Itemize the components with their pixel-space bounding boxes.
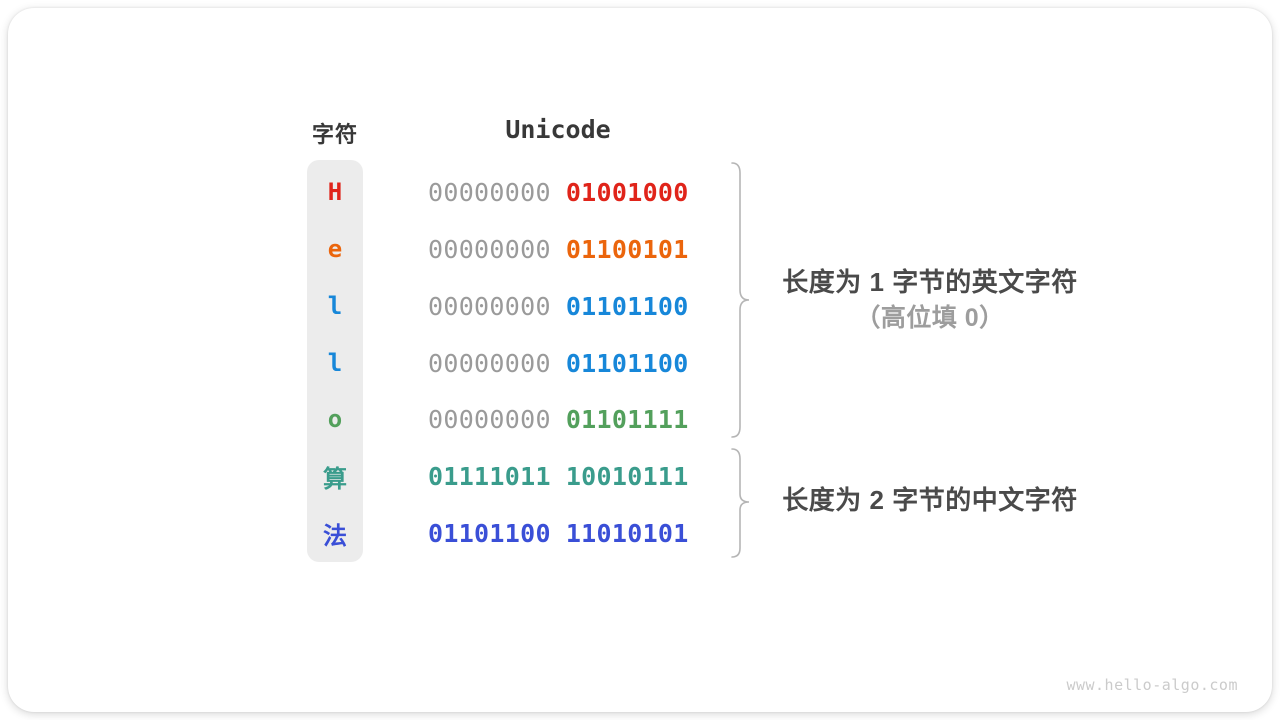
bit-group-low: 01001000: [565, 177, 689, 207]
character-cell: H: [327, 178, 343, 206]
table-row: o 00000000 01101111: [307, 399, 689, 439]
unicode-bits: 00000000 01101111: [428, 405, 689, 434]
table-row: l 00000000 01101100: [307, 286, 689, 326]
unicode-bits: 00000000 01001000: [428, 178, 689, 207]
figure-card: [8, 8, 1272, 712]
bit-group-low: 01101100: [565, 348, 689, 378]
bit-group-low: 01101111: [565, 404, 689, 434]
annotation-one-byte-line1: 长度为 1 字节的英文字符: [782, 267, 1078, 297]
unicode-bits: 00000000 01101100: [428, 349, 689, 378]
watermark-url: www.hello-algo.com: [1066, 676, 1238, 694]
bit-group-high: 00000000: [428, 177, 551, 207]
column-header-unicode: Unicode: [505, 115, 611, 144]
annotation-one-byte: 长度为 1 字节的英文字符 （高位填 0）: [752, 264, 1108, 336]
character-column-background: [307, 160, 363, 562]
annotation-one-byte-line2: （高位填 0）: [855, 304, 1005, 332]
unicode-bits: 00000000 01101100: [428, 292, 689, 321]
character-cell: e: [327, 235, 343, 263]
annotation-two-byte-line1: 长度为 2 字节的中文字符: [782, 485, 1078, 515]
table-row: l 00000000 01101100: [307, 343, 689, 383]
character-cell: l: [327, 292, 343, 320]
unicode-bits: 01111011 10010111: [428, 462, 689, 491]
bit-group-low: 11010101: [565, 518, 689, 548]
unicode-bits: 01101100 11010101: [428, 519, 689, 548]
table-row: e 00000000 01100101: [307, 229, 689, 269]
bit-group-low: 10010111: [565, 461, 689, 491]
bit-group-high: 00000000: [428, 348, 551, 378]
brace-two-byte-group: [731, 448, 750, 558]
unicode-bits: 00000000 01100101: [428, 235, 689, 264]
bit-group-high: 01111011: [428, 461, 551, 491]
bit-group-high: 00000000: [428, 404, 551, 434]
brace-one-byte-group: [731, 162, 750, 438]
character-cell: o: [327, 405, 343, 433]
table-row: 算 01111011 10010111: [307, 456, 689, 496]
table-row: H 00000000 01001000: [307, 172, 689, 212]
character-cell: l: [327, 349, 343, 377]
bit-group-high: 01101100: [428, 518, 551, 548]
character-cell: 法: [323, 521, 347, 550]
bit-group-low: 01100101: [565, 234, 689, 264]
grouping-braces: [731, 162, 750, 558]
bit-group-high: 00000000: [428, 234, 551, 264]
annotation-two-byte: 长度为 2 字节的中文字符: [752, 482, 1108, 518]
column-header-character: 字符: [311, 122, 358, 147]
character-cell: 算: [323, 464, 347, 493]
bit-group-low: 01101100: [565, 291, 689, 321]
bit-group-high: 00000000: [428, 291, 551, 321]
table-row: 法 01101100 11010101: [307, 513, 689, 553]
